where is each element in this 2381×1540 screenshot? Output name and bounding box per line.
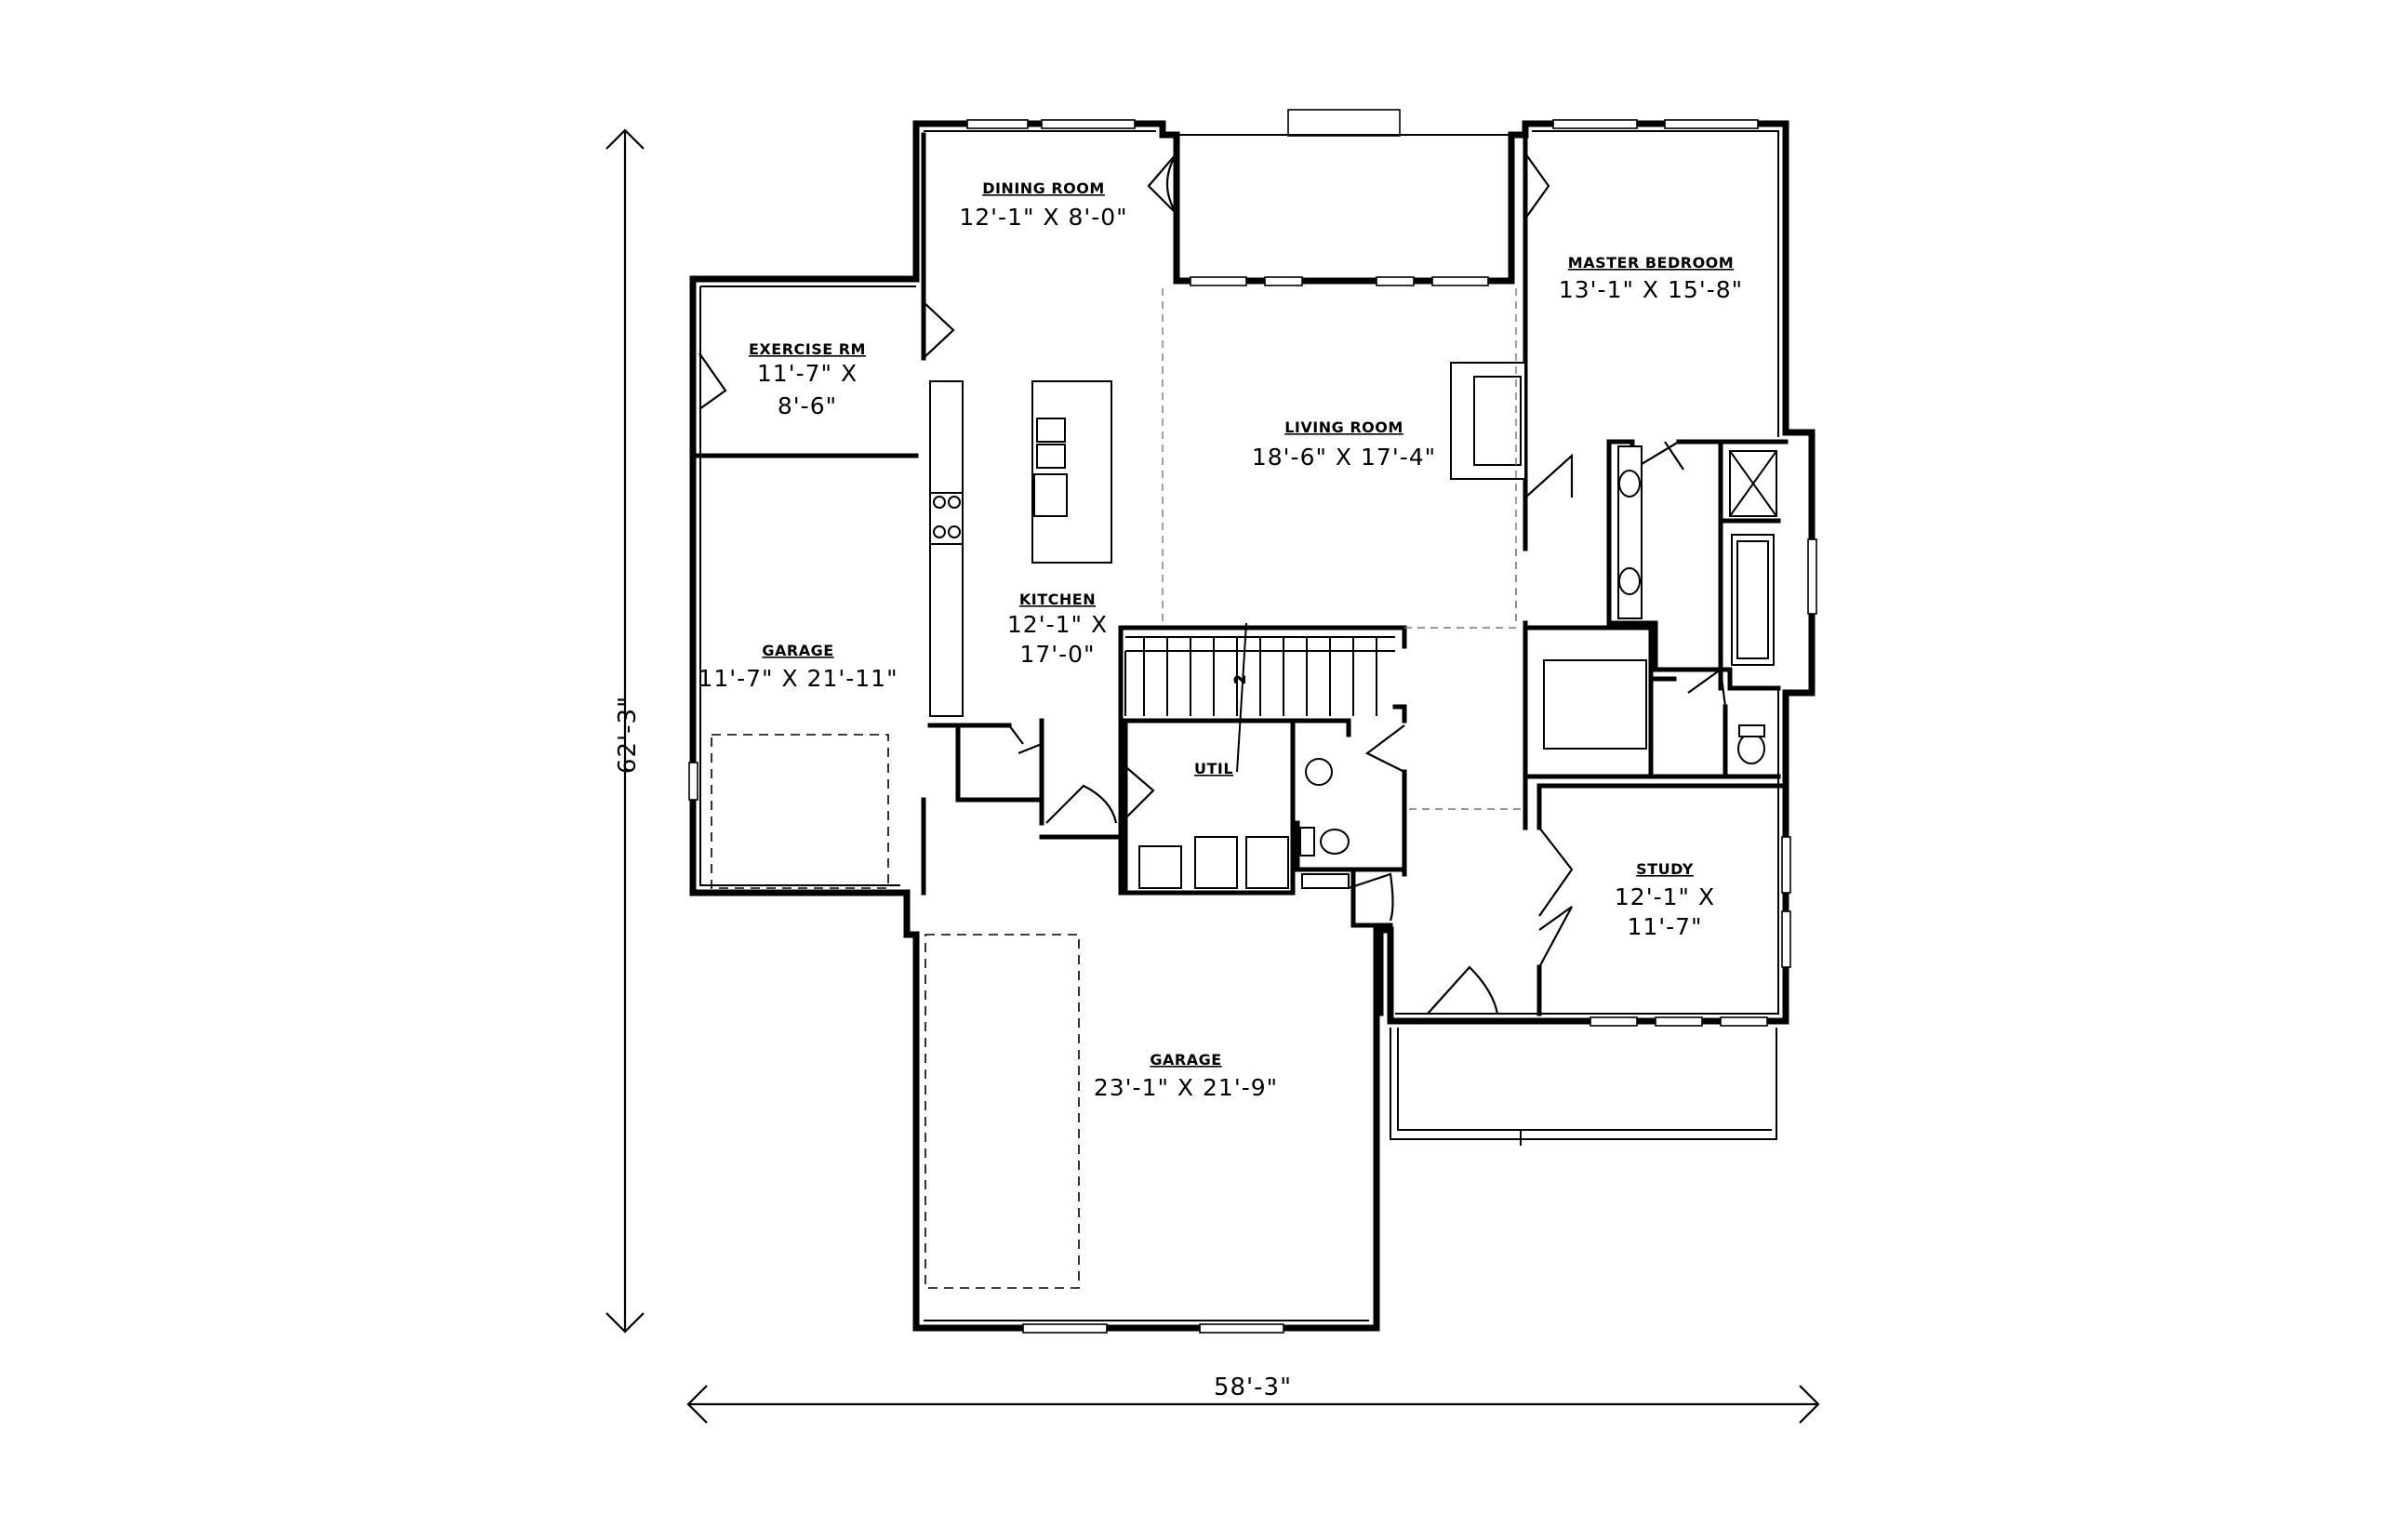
garage-small-name: GARAGE	[762, 642, 833, 659]
dining-room-name: DINING ROOM	[982, 179, 1105, 197]
garage-large-dims: 23'-1" X 21'-9"	[1094, 1074, 1278, 1101]
study-name: STUDY	[1636, 860, 1694, 878]
overall-depth-label: 62'-3"	[614, 696, 642, 774]
front-porch	[1390, 1028, 1777, 1146]
overall-width-label: 58'-3"	[1214, 1374, 1292, 1401]
windows	[688, 119, 1817, 1334]
exercise-room-dims-2: 8'-6"	[778, 392, 837, 419]
dashed-lines	[711, 288, 1521, 1289]
garage-small-dims: 11'-7" X 21'-11"	[698, 665, 898, 692]
room-labels: DINING ROOM 12'-1" X 8'-0" MASTER BEDROO…	[698, 179, 1743, 1101]
master-bedroom-name: MASTER BEDROOM	[1568, 254, 1734, 272]
study-dims-1: 12'-1" X	[1615, 883, 1715, 910]
fixtures	[929, 362, 1777, 889]
stair-label: 2	[1233, 675, 1248, 684]
exercise-room-dims-1: 11'-7" X	[757, 360, 858, 387]
study-dims-2: 11'-7"	[1627, 913, 1702, 940]
stair-treads	[1124, 622, 1395, 773]
doors	[698, 153, 1727, 1015]
living-room-dims: 18'-6" X 17'-4"	[1252, 444, 1436, 471]
exercise-room-name: EXERCISE RM	[749, 340, 866, 358]
kitchen-dims-2: 17'-0"	[1019, 641, 1095, 668]
dining-room-dims: 12'-1" X 8'-0"	[959, 204, 1127, 231]
master-bedroom-dims: 13'-1" X 15'-8"	[1559, 276, 1743, 303]
living-room-name: LIVING ROOM	[1284, 418, 1403, 436]
overall-dimensions: 62'-3" 58'-3"	[605, 128, 1820, 1424]
kitchen-name: KITCHEN	[1019, 591, 1096, 608]
kitchen-dims-1: 12'-1" X	[1007, 611, 1108, 638]
util-name: UTIL	[1194, 760, 1233, 777]
garage-large-name: GARAGE	[1150, 1051, 1221, 1069]
